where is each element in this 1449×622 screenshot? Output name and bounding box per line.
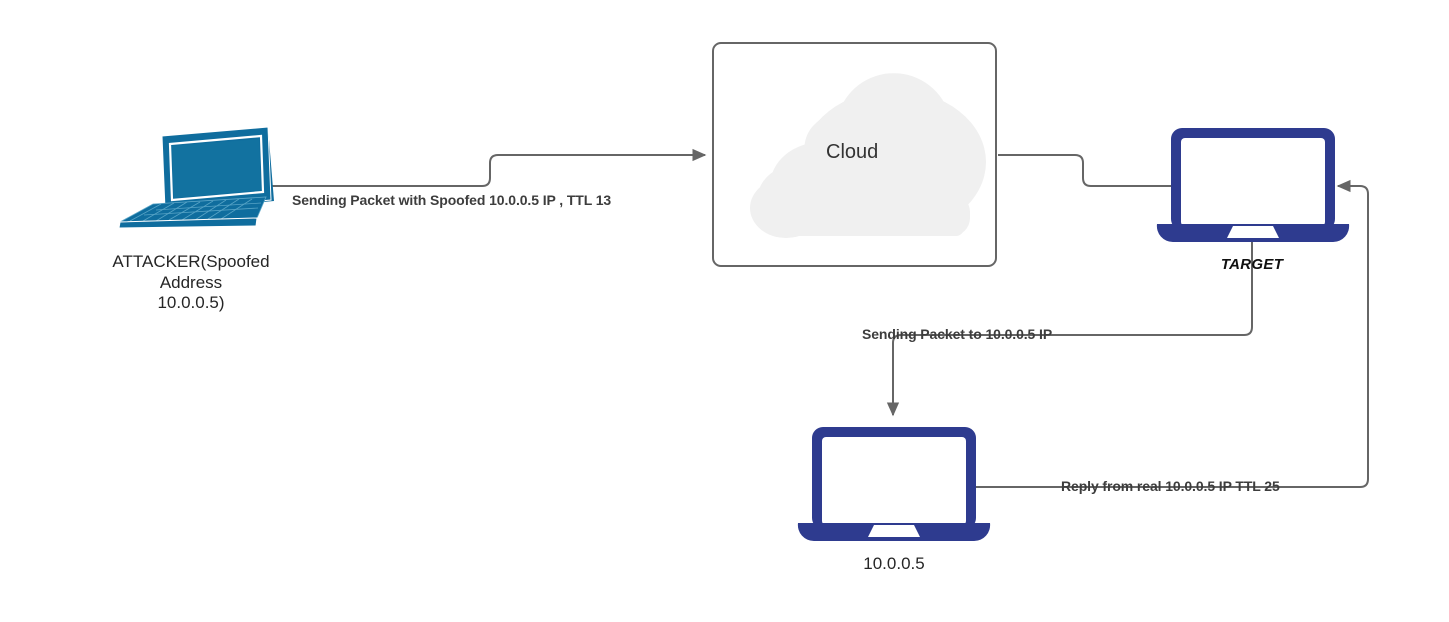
laptop-isometric-icon — [118, 126, 274, 229]
edge-label-attacker-to-cloud: Sending Packet with Spoofed 10.0.0.5 IP … — [292, 192, 612, 208]
node-target-label: TARGET — [1220, 256, 1284, 273]
edge-cloud-to-target — [998, 154, 1172, 187]
node-target[interactable] — [1155, 126, 1351, 246]
edge-label-target-to-victim: Sending Packet to 10.0.0.5 IP — [862, 326, 1053, 342]
node-attacker[interactable] — [106, 118, 276, 229]
node-attacker-label: ATTACKER(Spoofed Address 10.0.0.5) — [112, 252, 270, 313]
laptop-flat-icon — [797, 427, 991, 542]
node-victim[interactable] — [796, 425, 992, 545]
node-cloud[interactable]: Cloud — [712, 42, 997, 267]
edge-label-victim-to-target: Reply from real 10.0.0.5 IP TTL 25 — [1061, 478, 1280, 494]
node-victim-label: 10.0.0.5 — [863, 554, 925, 573]
cloud-icon — [750, 73, 986, 238]
node-cloud-label: Cloud — [826, 141, 879, 163]
edge-attacker-to-cloud — [264, 148, 707, 187]
edge-target-to-victim — [886, 241, 1253, 417]
edge-victim-to-target — [976, 179, 1369, 488]
laptop-flat-icon — [1156, 128, 1350, 243]
